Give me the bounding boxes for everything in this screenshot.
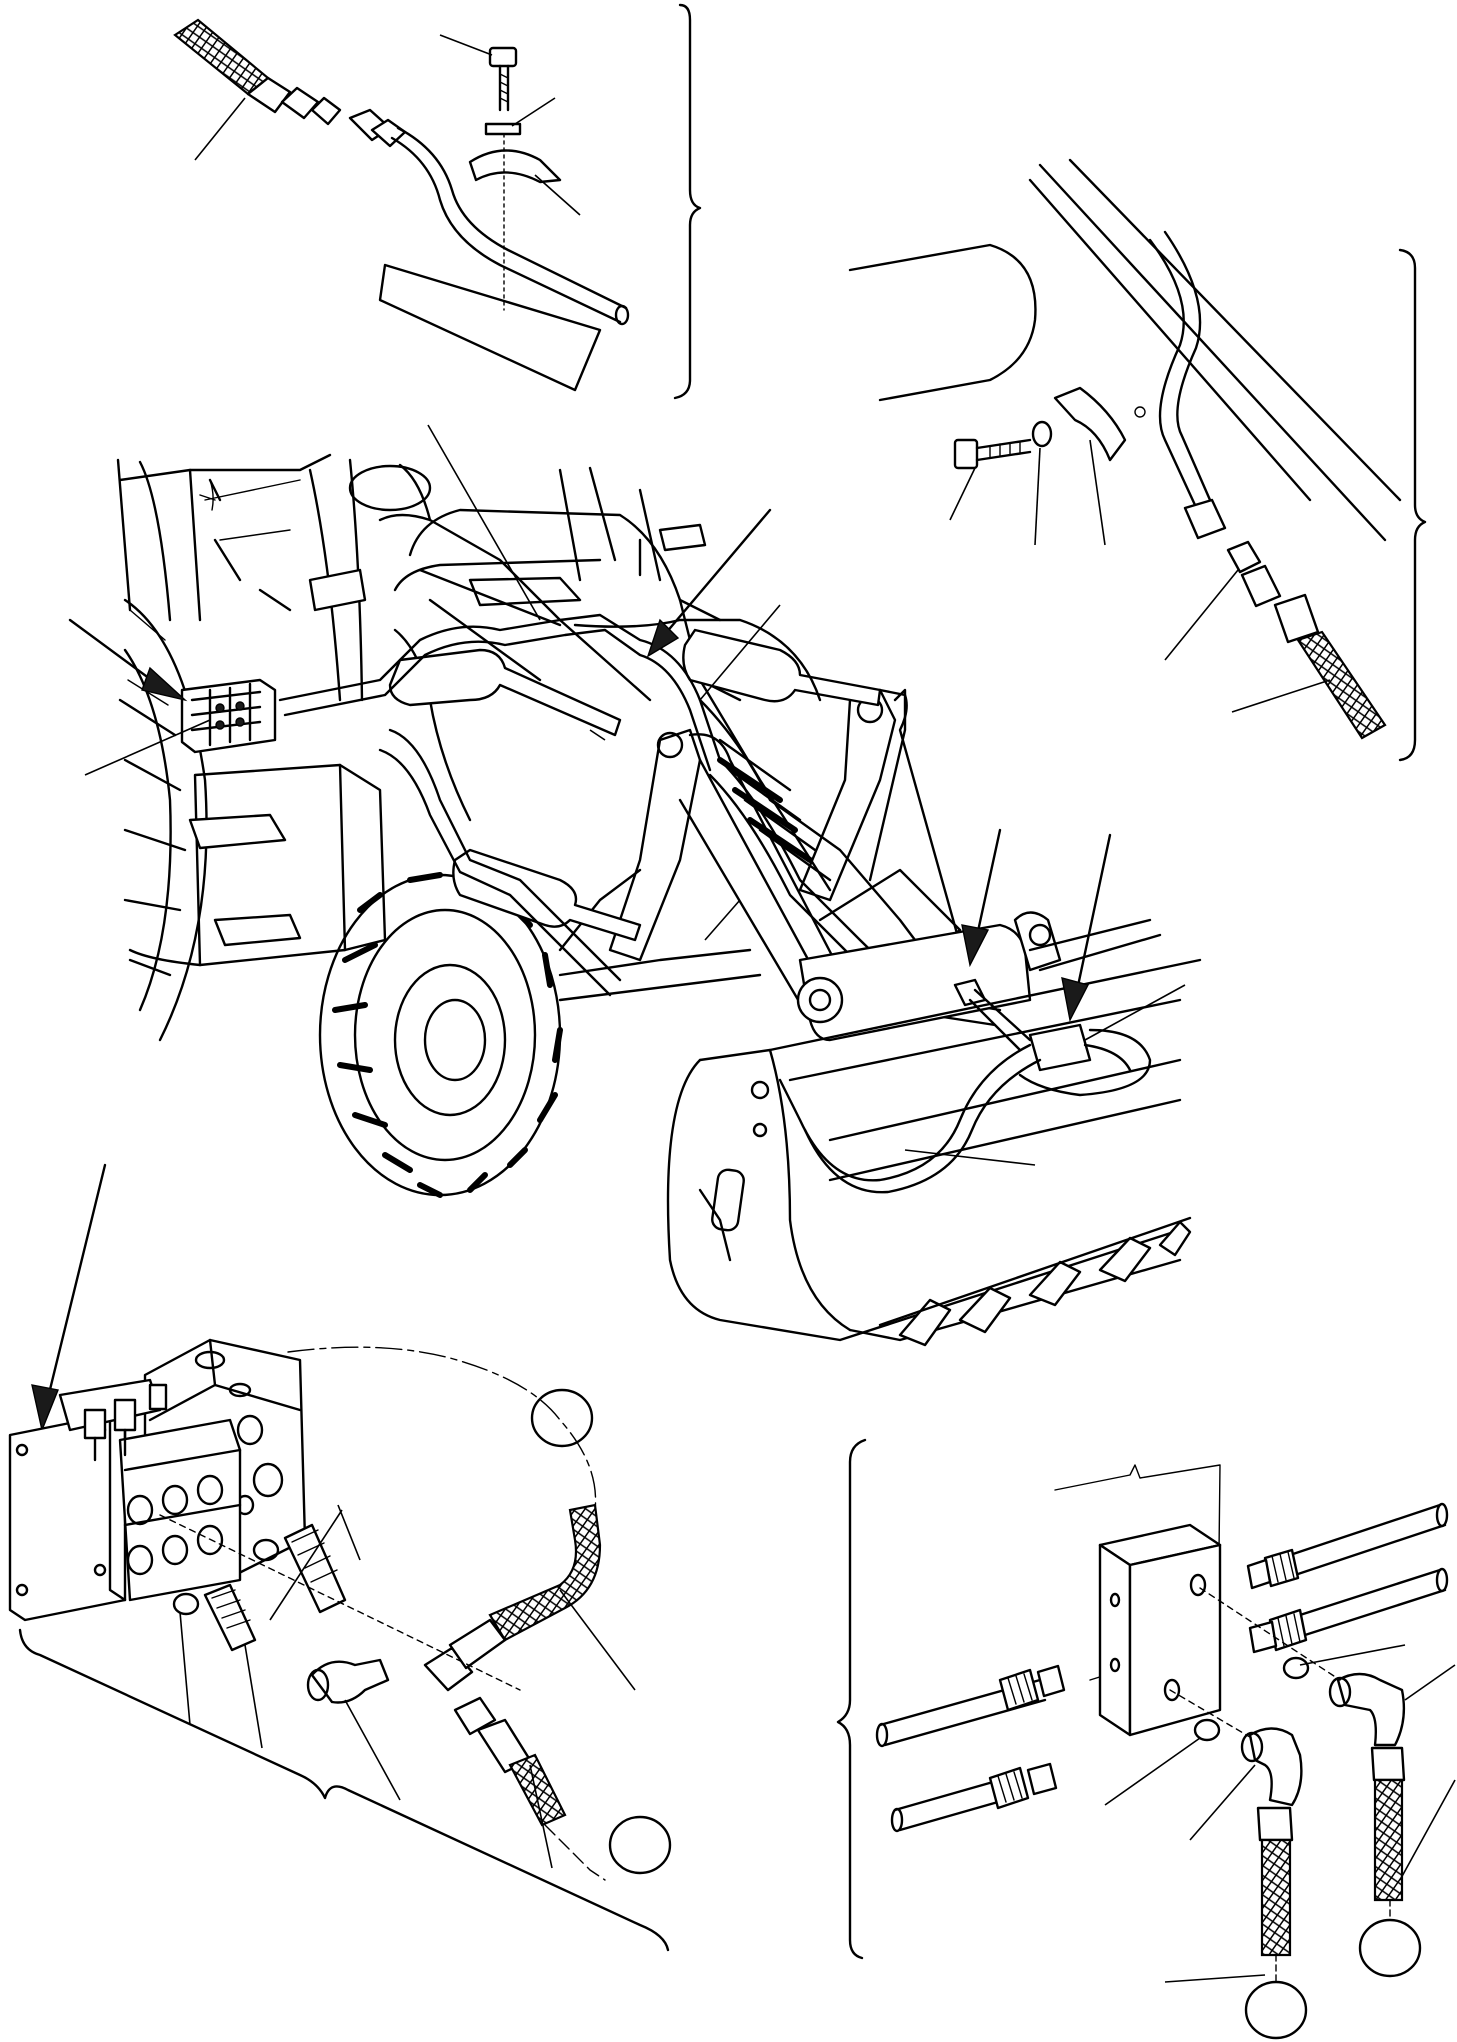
callout-circle-a bbox=[530, 1388, 594, 1448]
detail-top-right bbox=[848, 158, 1427, 762]
braided-hose bbox=[1296, 630, 1387, 740]
boom-cylinder bbox=[848, 243, 1037, 402]
pointer-arrows bbox=[31, 508, 1112, 1433]
leader-line bbox=[1164, 569, 1239, 661]
cap-screw bbox=[953, 438, 1032, 470]
pipe-clip bbox=[468, 149, 562, 184]
callout-circles bbox=[530, 1388, 1422, 2040]
braided-hose bbox=[173, 18, 270, 96]
detail-bracket bbox=[1398, 248, 1427, 762]
leader-lines bbox=[84, 424, 1186, 1166]
braided-hose-left bbox=[1256, 1806, 1294, 1957]
front-tire bbox=[318, 872, 563, 1198]
mounting-plate bbox=[378, 263, 602, 392]
callout-circle-b bbox=[608, 1815, 672, 1875]
leader-line bbox=[1089, 439, 1106, 546]
detail-bracket bbox=[18, 1628, 670, 1952]
o-ring-seals bbox=[172, 1538, 280, 1616]
cab bbox=[116, 453, 707, 702]
pipe-clip bbox=[1053, 386, 1127, 462]
bucket-slot bbox=[711, 1168, 745, 1232]
detail-top-left bbox=[173, 3, 702, 400]
lift-arm-right bbox=[798, 688, 972, 982]
main-loader-view bbox=[31, 424, 1202, 1433]
work-light bbox=[658, 523, 707, 552]
detail-bottom-left bbox=[8, 1338, 670, 1952]
detail-bottom-right bbox=[836, 1438, 1456, 1983]
junction-block-on-loader bbox=[778, 978, 1152, 1194]
pipe-nut bbox=[1183, 498, 1227, 540]
hydraulic-pipes bbox=[278, 613, 1002, 1027]
hose-assembly-lower bbox=[453, 1696, 567, 1827]
rigid-pipe bbox=[390, 136, 622, 324]
leader-line bbox=[439, 34, 493, 56]
leader-line bbox=[1034, 447, 1041, 546]
step-box bbox=[128, 763, 387, 967]
callout-circle-c bbox=[1244, 1980, 1308, 2040]
hose-route-dashed bbox=[287, 1346, 597, 1511]
leader-lines bbox=[1104, 1644, 1456, 1983]
leader-line bbox=[194, 97, 246, 161]
pipe-clip-hole bbox=[1134, 406, 1146, 418]
lift-cylinder bbox=[388, 628, 882, 942]
leader-lines bbox=[179, 1504, 636, 1869]
hose-end-fitting bbox=[1273, 593, 1320, 644]
detail-bracket bbox=[673, 3, 702, 400]
boom-edge bbox=[1038, 163, 1387, 542]
adapter-fitting bbox=[1226, 540, 1282, 608]
braided-hose-right bbox=[1370, 1746, 1406, 1902]
control-valve-block bbox=[8, 1338, 307, 1622]
cap-screw bbox=[488, 46, 518, 112]
bucket-teeth bbox=[878, 1216, 1192, 1347]
hose-end-fitting bbox=[246, 76, 342, 126]
o-ring-seals bbox=[1193, 1656, 1310, 1742]
hydraulic-valve-on-machine bbox=[180, 678, 277, 754]
hose-assembly-upper bbox=[423, 1503, 602, 1692]
rigid-pipes-left bbox=[875, 1664, 1066, 1833]
leader-line bbox=[1231, 679, 1331, 713]
steering-wheel bbox=[348, 464, 432, 512]
lock-washer bbox=[1031, 420, 1053, 448]
junction-block bbox=[1098, 1523, 1222, 1737]
work-light bbox=[308, 568, 367, 612]
elbow-fitting bbox=[1240, 1672, 1406, 1807]
leader-line bbox=[949, 467, 976, 521]
adapter-fitting bbox=[203, 1523, 347, 1652]
detail-bracket bbox=[836, 1438, 867, 1960]
pipe-end bbox=[614, 304, 630, 326]
rigid-pipes-right bbox=[1246, 1502, 1449, 1654]
lock-washer bbox=[484, 122, 522, 136]
leader-line bbox=[511, 97, 556, 127]
callout-circle-d bbox=[1358, 1918, 1422, 1978]
elbow-fitting bbox=[306, 1658, 390, 1704]
leader-line bbox=[534, 174, 581, 216]
bucket bbox=[666, 958, 1202, 1342]
rigid-pipe bbox=[1148, 238, 1197, 507]
